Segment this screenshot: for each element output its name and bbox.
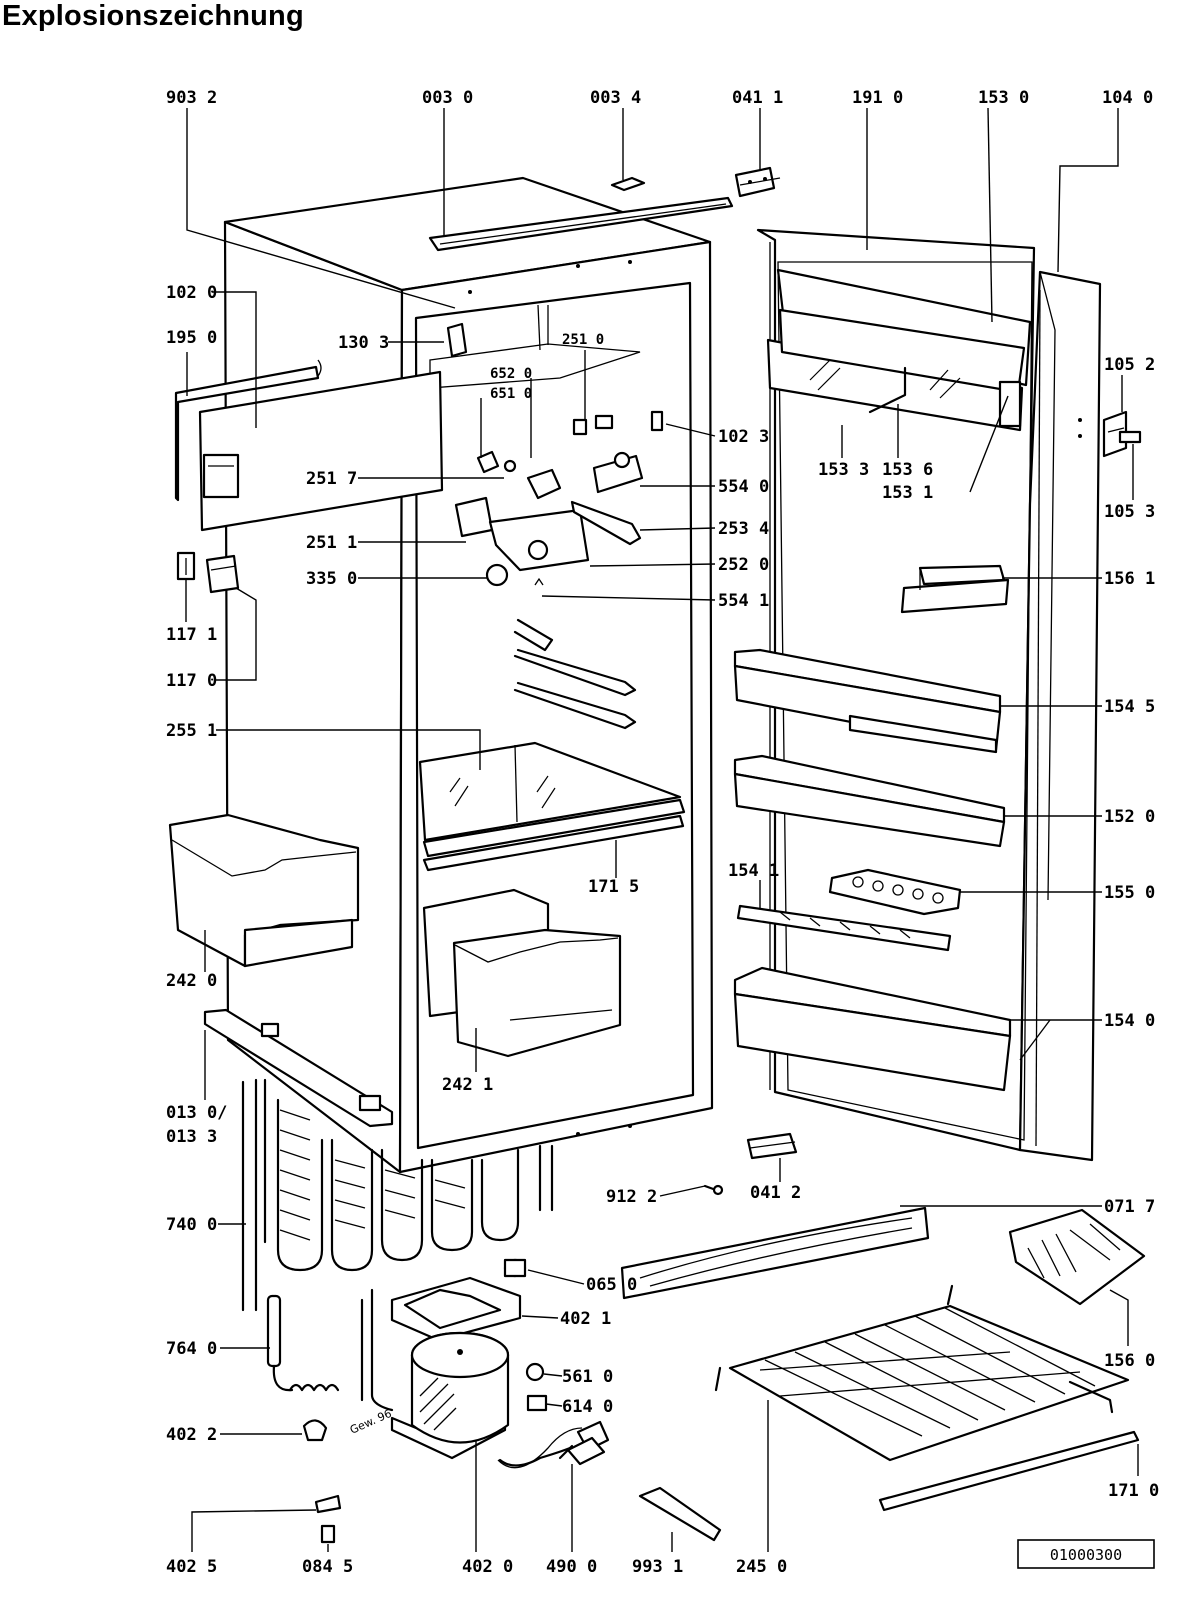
label-084-5: 084 5 bbox=[302, 1557, 353, 1577]
label-554-1: 554 1 bbox=[718, 591, 769, 611]
label-154-5: 154 5 bbox=[1104, 697, 1155, 717]
plinth-panel bbox=[620, 1206, 930, 1300]
door-bottle-rail bbox=[736, 904, 952, 952]
crisper-drawer-lower bbox=[422, 888, 622, 1058]
label-153-1: 153 1 bbox=[882, 483, 933, 503]
label-335-0: 335 0 bbox=[306, 569, 357, 589]
clip-part bbox=[610, 176, 646, 192]
label-153-6: 153 6 bbox=[882, 460, 933, 480]
label-740-0: 740 0 bbox=[166, 1215, 217, 1235]
label-652-0: 652 0 bbox=[490, 366, 532, 382]
label-993-1: 993 1 bbox=[632, 1557, 683, 1577]
label-104-0: 104 0 bbox=[1102, 88, 1153, 108]
label-402-5: 402 5 bbox=[166, 1557, 217, 1577]
label-171-5: 171 5 bbox=[588, 877, 639, 897]
label-561-0: 561 0 bbox=[562, 1367, 613, 1387]
reference-code: 01000300 bbox=[1050, 1546, 1122, 1564]
label-912-2: 912 2 bbox=[606, 1187, 657, 1207]
label-402-2: 402 2 bbox=[166, 1425, 217, 1445]
label-651-0: 651 0 bbox=[490, 386, 532, 402]
crisper-drawer-upper bbox=[168, 813, 360, 968]
top-hinge bbox=[734, 166, 781, 198]
label-153-0: 153 0 bbox=[978, 88, 1029, 108]
label-013-0: 013 0/ bbox=[166, 1103, 227, 1123]
part-labels: 903 2 003 0 003 4 041 1 191 0 153 0 104 … bbox=[166, 88, 1159, 1577]
leader-lines bbox=[185, 107, 1139, 1552]
label-252-0: 252 0 bbox=[718, 555, 769, 575]
label-195-0: 195 0 bbox=[166, 328, 217, 348]
hinge-cover-parts bbox=[176, 551, 240, 594]
egg-tray bbox=[828, 868, 962, 916]
label-402-0: 402 0 bbox=[462, 1557, 513, 1577]
shelf-trim-strip bbox=[878, 1430, 1140, 1512]
label-903-2: 903 2 bbox=[166, 88, 217, 108]
door-shelf-middle bbox=[733, 754, 1006, 848]
label-130-3: 130 3 bbox=[338, 333, 389, 353]
label-105-3: 105 3 bbox=[1104, 502, 1155, 522]
bottom-hinge bbox=[703, 1132, 798, 1196]
label-554-0: 554 0 bbox=[718, 477, 769, 497]
label-245-0: 245 0 bbox=[736, 1557, 787, 1577]
label-171-0: 171 0 bbox=[1108, 1481, 1159, 1501]
label-490-0: 490 0 bbox=[546, 1557, 597, 1577]
label-041-1: 041 1 bbox=[732, 88, 783, 108]
butter-dish bbox=[900, 564, 1010, 614]
label-117-0: 117 0 bbox=[166, 671, 217, 691]
label-255-1: 255 1 bbox=[166, 721, 217, 741]
label-013-3: 013 3 bbox=[166, 1127, 217, 1147]
reference-code-box: 01000300 bbox=[1017, 1539, 1155, 1569]
door-hinge-pin bbox=[1102, 410, 1142, 458]
power-plug bbox=[498, 1436, 606, 1467]
door-shelf-upper bbox=[733, 648, 1002, 754]
label-251-7: 251 7 bbox=[306, 469, 357, 489]
label-003-0: 003 0 bbox=[422, 88, 473, 108]
label-402-1: 402 1 bbox=[560, 1309, 611, 1329]
ice-scraper bbox=[638, 1486, 722, 1542]
label-152-0: 152 0 bbox=[1104, 807, 1155, 827]
label-156-0: 156 0 bbox=[1104, 1351, 1155, 1371]
wire-shelf bbox=[714, 1284, 1130, 1462]
label-242-0: 242 0 bbox=[166, 971, 217, 991]
label-105-2: 105 2 bbox=[1104, 355, 1155, 375]
label-117-1: 117 1 bbox=[166, 625, 217, 645]
thermostat-assembly bbox=[446, 322, 664, 587]
label-041-2: 041 2 bbox=[750, 1183, 801, 1203]
label-764-0: 764 0 bbox=[166, 1339, 217, 1359]
label-191-0: 191 0 bbox=[852, 88, 903, 108]
label-253-4: 253 4 bbox=[718, 519, 769, 539]
bottom-trim bbox=[203, 1008, 394, 1128]
door-dairy-compartment bbox=[766, 268, 1032, 432]
label-154-1: 154 1 bbox=[728, 861, 779, 881]
evaporator-panel bbox=[174, 359, 444, 532]
temperature-sensor bbox=[266, 1294, 340, 1392]
label-003-4: 003 4 bbox=[590, 88, 641, 108]
label-614-0: 614 0 bbox=[562, 1397, 613, 1417]
label-065-0: 065 0 bbox=[586, 1275, 637, 1295]
top-trim-strip bbox=[428, 196, 734, 252]
assembly-stamp: Gew. 96 bbox=[348, 1407, 394, 1437]
label-155-0: 155 0 bbox=[1104, 883, 1155, 903]
door-shelf-lower bbox=[733, 966, 1012, 1092]
label-156-1: 156 1 bbox=[1104, 569, 1155, 589]
label-251-0: 251 0 bbox=[562, 332, 604, 348]
label-154-0: 154 0 bbox=[1104, 1011, 1155, 1031]
label-102-0: 102 0 bbox=[166, 283, 217, 303]
label-102-3: 102 3 bbox=[718, 427, 769, 447]
condenser-coil bbox=[241, 1078, 554, 1312]
label-242-1: 242 1 bbox=[442, 1075, 493, 1095]
compressor bbox=[360, 1276, 583, 1469]
glass-shelf bbox=[418, 741, 686, 872]
label-153-3: 153 3 bbox=[818, 460, 869, 480]
ice-cube-tray bbox=[1008, 1208, 1146, 1306]
page-title: Explosionszeichnung bbox=[2, 0, 304, 32]
label-251-1: 251 1 bbox=[306, 533, 357, 553]
label-071-7: 071 7 bbox=[1104, 1197, 1155, 1217]
